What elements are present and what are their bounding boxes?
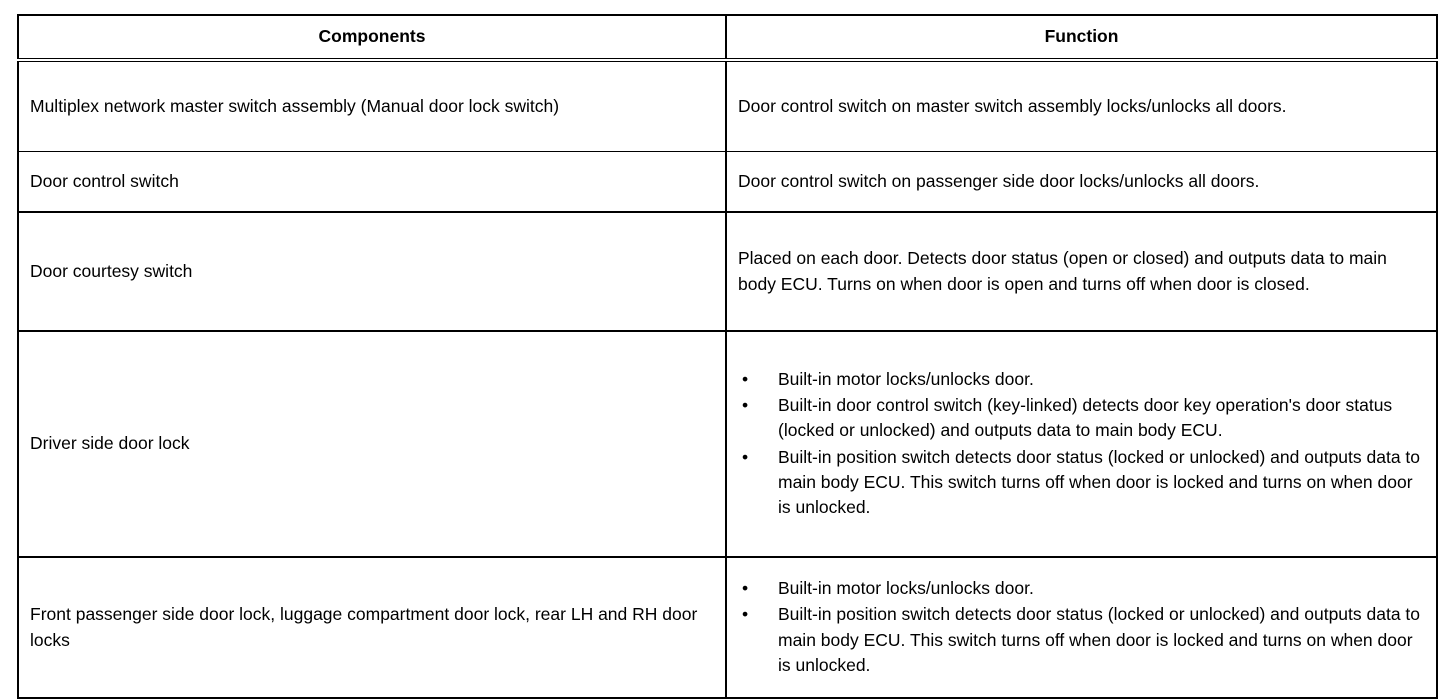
table-body: Multiplex network master switch assembly… xyxy=(17,59,1438,699)
table-row: Multiplex network master switch assembly… xyxy=(17,59,1438,152)
cell-component-name: Driver side door lock xyxy=(17,330,727,558)
bullet-icon: • xyxy=(742,368,749,389)
components-function-table: Components Function Multiplex network ma… xyxy=(17,14,1438,699)
list-item: • Built-in position switch detects door … xyxy=(738,602,1426,678)
bullet-icon: • xyxy=(742,604,749,625)
column-header-components: Components xyxy=(17,14,727,62)
cell-component-name: Front passenger side door lock, luggage … xyxy=(17,556,727,699)
function-bullet-list: • Built-in motor locks/unlocks door. • B… xyxy=(738,576,1426,678)
list-item-text: Built-in door control switch (key-linked… xyxy=(778,395,1393,441)
function-bullet-list: • Built-in motor locks/unlocks door. • B… xyxy=(738,367,1426,520)
document-page: Components Function Multiplex network ma… xyxy=(17,14,1438,699)
list-item-text: Built-in motor locks/unlocks door. xyxy=(778,368,1034,389)
table-header: Components Function xyxy=(17,14,1438,62)
table-row: Driver side door lock • Built-in motor l… xyxy=(17,330,1438,558)
cell-function-description: • Built-in motor locks/unlocks door. • B… xyxy=(725,330,1438,558)
cell-function-description: Door control switch on passenger side do… xyxy=(725,151,1438,213)
cell-component-name: Door courtesy switch xyxy=(17,211,727,332)
bullet-icon: • xyxy=(742,446,749,467)
function-paragraph: Door control switch on master switch ass… xyxy=(738,95,1287,116)
cell-function-description: • Built-in motor locks/unlocks door. • B… xyxy=(725,556,1438,699)
list-item: • Built-in door control switch (key-link… xyxy=(738,393,1426,443)
function-paragraph: Placed on each door. Detects door status… xyxy=(738,248,1387,294)
list-item-text: Built-in motor locks/unlocks door. xyxy=(778,578,1034,599)
list-item-text: Built-in position switch detects door st… xyxy=(778,446,1421,517)
table-row: Front passenger side door lock, luggage … xyxy=(17,556,1438,699)
list-item: • Built-in position switch detects door … xyxy=(738,445,1426,521)
cell-component-name: Multiplex network master switch assembly… xyxy=(17,59,727,152)
cell-component-name: Door control switch xyxy=(17,151,727,213)
table-row: Door control switch Door control switch … xyxy=(17,151,1438,213)
cell-function-description: Door control switch on master switch ass… xyxy=(725,59,1438,152)
bullet-icon: • xyxy=(742,578,749,599)
list-item: • Built-in motor locks/unlocks door. xyxy=(738,576,1426,601)
function-paragraph: Door control switch on passenger side do… xyxy=(738,170,1260,191)
bullet-icon: • xyxy=(742,395,749,416)
table-header-row: Components Function xyxy=(17,14,1438,62)
list-item: • Built-in motor locks/unlocks door. xyxy=(738,367,1426,392)
column-header-function: Function xyxy=(725,14,1438,62)
cell-function-description: Placed on each door. Detects door status… xyxy=(725,211,1438,332)
list-item-text: Built-in position switch detects door st… xyxy=(778,604,1421,675)
table-row: Door courtesy switch Placed on each door… xyxy=(17,211,1438,332)
